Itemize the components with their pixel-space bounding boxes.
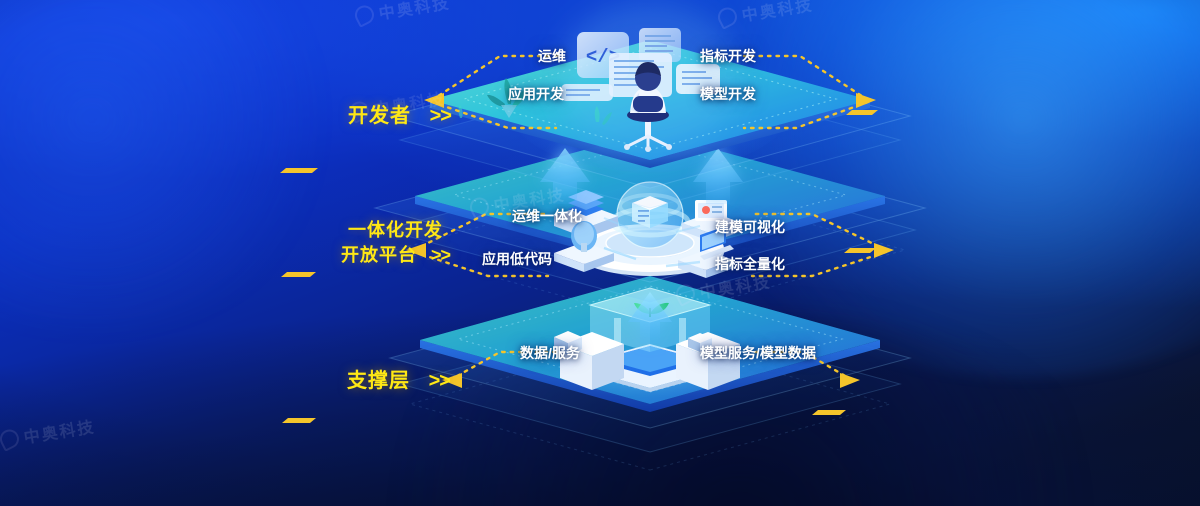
node-label-platform-left-upper: 运维一体化 (512, 208, 582, 224)
node-label-developer-right-upper: 指标开发 (700, 48, 756, 64)
tier-label-chevron: >> (431, 244, 451, 265)
node-label-platform-left-lower: 应用低代码 (482, 251, 552, 267)
node-label-platform-right-upper: 建模可视化 (715, 219, 785, 235)
tier-label-line1: 一体化开发 (348, 220, 444, 240)
node-label-support-left: 数据/服务 (520, 345, 580, 361)
tier-label-text: 开发者 (348, 105, 411, 127)
node-label-developer-right-lower: 模型开发 (700, 86, 756, 102)
tier-label-text: 支撑层 (347, 370, 410, 392)
tier-label-platform: 一体化开发 开放平台 >> (341, 218, 451, 268)
keyboard-card-icon (561, 84, 613, 101)
tier-label-support: 支撑层 >> (347, 368, 451, 396)
node-label-developer-left-upper: 运维 (538, 48, 566, 64)
node-label-support-right: 模型服务/模型数据 (700, 345, 816, 361)
node-label-developer-left-lower: 应用开发 (508, 86, 564, 102)
tier-label-chevron: >> (429, 105, 452, 127)
tier-developer-stack: </> (388, 2, 912, 209)
tier-label-developer: 开发者 >> (348, 103, 452, 131)
tier-label-chevron: >> (428, 370, 451, 392)
node-label-platform-right-lower: 指标全量化 (715, 256, 785, 272)
tier-label-line2: 开放平台 (341, 244, 417, 265)
